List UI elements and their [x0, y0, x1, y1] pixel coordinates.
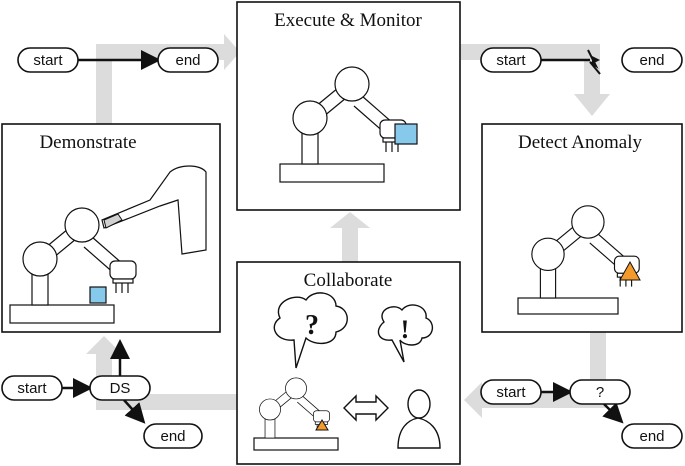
pill-start — [17, 47, 79, 73]
svg-text:end: end — [639, 52, 664, 69]
cube — [89, 286, 107, 304]
robot-arm-detect — [517, 205, 641, 315]
flow-arrow-head-execute-up — [330, 212, 370, 228]
panel-execute: Execute & Monitor — [236, 1, 461, 211]
pill-end — [143, 423, 203, 449]
anomaly-triangle-small — [315, 419, 329, 431]
svg-text:start: start — [496, 52, 526, 69]
pill-end — [621, 423, 683, 449]
robot-arm-collaborate — [253, 377, 339, 451]
panel-title-execute: Execute & Monitor — [274, 10, 422, 31]
cube-held — [394, 123, 418, 145]
double-arrow-icon — [343, 394, 389, 422]
human-arm-icon — [101, 165, 207, 255]
pill-start — [480, 47, 542, 73]
pill-question — [569, 379, 631, 405]
svg-text:start: start — [496, 384, 526, 401]
robot-arm-execute — [279, 66, 418, 183]
panel-demonstrate: Demonstrate — [1, 123, 221, 333]
exclamation-mark: ! — [401, 315, 410, 344]
sequence-top-left: start end — [17, 47, 219, 73]
pill-end — [621, 47, 683, 73]
question-mark: ? — [305, 310, 319, 341]
flow-arrow-collaborate-up — [342, 226, 358, 262]
sequence-bottom-left: start DS end — [1, 339, 203, 449]
pill-ds — [89, 375, 151, 401]
pill-start — [1, 375, 63, 401]
flow-arrow-detect-down — [584, 44, 600, 96]
svg-text:DS: DS — [110, 380, 131, 397]
person-icon — [397, 389, 441, 449]
svg-text:start: start — [17, 380, 47, 397]
pill-end — [157, 47, 219, 73]
svg-text:end: end — [160, 428, 185, 445]
panel-title-detect: Detect Anomaly — [518, 132, 642, 153]
flow-arrow-demonstrate-up — [96, 44, 112, 124]
pill-start — [480, 379, 542, 405]
svg-text:end: end — [175, 52, 200, 69]
panel-collaborate: Collaborate ? ! — [236, 261, 461, 465]
sequence-bottom-right: start ? end — [480, 379, 683, 449]
panel-title-collaborate: Collaborate — [304, 270, 393, 291]
panel-title-demonstrate: Demonstrate — [39, 132, 136, 153]
thought-bubble-exclaim: ! — [377, 304, 433, 363]
thought-bubble-question: ? — [273, 292, 348, 369]
robot-arm-demonstrate — [9, 207, 137, 324]
sequence-top-right: start end — [480, 47, 683, 75]
anomaly-triangle — [619, 260, 641, 281]
flow-arrow-head-detect — [574, 94, 610, 116]
flow-arrow-head-collaborate — [464, 382, 482, 418]
svg-text:?: ? — [596, 384, 604, 401]
flow-arrow-head-execute — [224, 34, 240, 70]
flow-arrow-head-demonstrate — [86, 336, 122, 354]
panel-detect: Detect Anomaly — [481, 123, 683, 333]
svg-text:start: start — [33, 52, 63, 69]
svg-text:end: end — [639, 428, 664, 445]
